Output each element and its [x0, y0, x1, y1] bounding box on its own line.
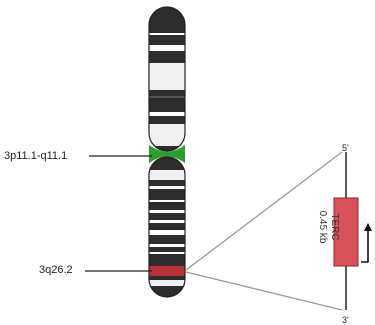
- band-label: 3q26.2: [39, 264, 73, 276]
- centromere-label: 3p11.1-q11.1: [4, 150, 68, 162]
- p-arm: [149, 7, 185, 151]
- gene-name: TERC: [329, 213, 340, 241]
- zoom-line-bottom: [185, 271, 343, 311]
- zoom-line-top: [185, 151, 343, 271]
- centromere: [149, 145, 185, 163]
- highlight-band: [149, 266, 185, 276]
- three-prime-label: 3': [342, 315, 349, 325]
- gene-box: [333, 197, 359, 267]
- five-prime-label: 5': [342, 143, 349, 153]
- gene-label: TERC 0.45 kb: [310, 202, 340, 252]
- gene-size: 0.45 kb: [317, 210, 328, 244]
- q-arm: [149, 157, 185, 297]
- transcription-arrow-icon: [361, 228, 369, 263]
